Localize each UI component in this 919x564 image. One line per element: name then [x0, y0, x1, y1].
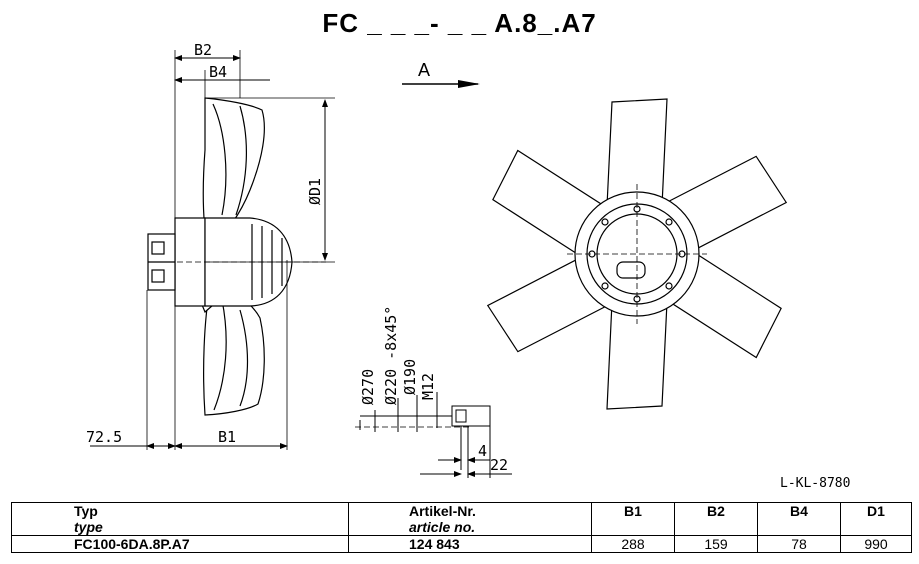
cell-b1: 288	[591, 535, 675, 553]
header-b4: B4	[757, 502, 841, 536]
table-row: FC100-6DA.8P.A7 124 843 288 159 78 990	[11, 535, 912, 553]
dim-b1: B1	[218, 428, 236, 446]
spec-table: Typ type Artikel-Nr. article no. B1 B2 B…	[11, 502, 912, 553]
hub-clamp	[616, 261, 646, 279]
cell-b2: 159	[674, 535, 758, 553]
drawing-title: FC _ _ _- _ _ A.8_.A7	[322, 8, 597, 38]
dim-d1: ØD1	[306, 178, 324, 205]
fan-side-view	[146, 50, 335, 450]
fan-front-view	[486, 98, 788, 410]
technical-drawing: A	[86, 41, 788, 478]
header-typ: Typ type	[11, 502, 349, 536]
header-d1: D1	[840, 502, 912, 536]
dim-4: 4	[478, 442, 487, 460]
side-view-dimensions	[90, 55, 328, 449]
dim-b2: B2	[194, 41, 212, 59]
hub-detail	[355, 392, 512, 478]
dim-offset: 72.5	[86, 428, 122, 446]
view-arrow: A	[402, 60, 480, 88]
header-b1: B1	[591, 502, 675, 536]
dim-m12: M12	[419, 373, 437, 400]
cell-b4: 78	[757, 535, 841, 553]
view-arrow-label: A	[418, 60, 430, 80]
dim-d270: Ø270	[359, 369, 377, 405]
drawing-reference: L-KL-8780	[780, 476, 851, 491]
cell-d1: 990	[840, 535, 912, 553]
dim-d220: Ø220 -8x45°	[382, 306, 400, 405]
cell-article: 124 843	[348, 535, 592, 553]
table-header-row: Typ type Artikel-Nr. article no. B1 B2 B…	[11, 502, 912, 536]
header-b2: B2	[674, 502, 758, 536]
cell-typ: FC100-6DA.8P.A7	[11, 535, 349, 553]
header-article: Artikel-Nr. article no.	[348, 502, 592, 536]
dim-b4: B4	[209, 63, 227, 81]
fan-blade	[606, 301, 668, 410]
dim-d190: Ø190	[401, 359, 419, 395]
dim-22: 22	[490, 456, 508, 474]
